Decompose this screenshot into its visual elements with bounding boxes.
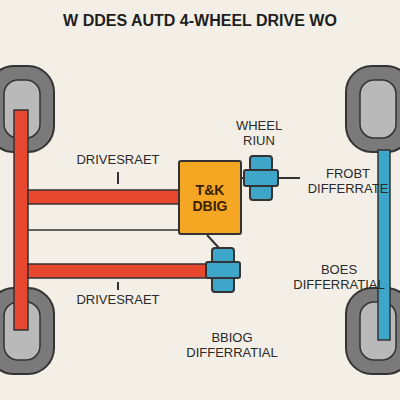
- transfer-case-box: T&K DBIG: [178, 160, 242, 235]
- part-label: BBIOG DIFFERRATIAL: [176, 330, 288, 360]
- leader-tick: [117, 282, 119, 290]
- driveshaft: [28, 264, 210, 278]
- diagram-title: W DDES AUTD 4-WHEEL DRIVE WO: [0, 12, 400, 30]
- wheel: [346, 66, 400, 152]
- part-label: BOES DIFFERRATIAL: [284, 262, 394, 292]
- front-axle: [378, 150, 390, 340]
- part-label: FROBT DIFFERRATE: [300, 166, 396, 196]
- leader-tick: [117, 172, 119, 184]
- node-text: T&K DBIG: [180, 182, 240, 214]
- driveshaft: [28, 190, 180, 204]
- differential-symbol: [244, 156, 278, 200]
- part-label: WHEEL RIUN: [226, 118, 292, 148]
- rear-axle: [14, 110, 28, 330]
- part-label: DRIVESRAET: [68, 292, 168, 307]
- wheel: [346, 288, 400, 374]
- shaft-link: [207, 235, 219, 248]
- differential-symbol: [206, 248, 240, 292]
- part-label: DRIVESRAET: [68, 152, 168, 167]
- shaft-line: [28, 229, 180, 231]
